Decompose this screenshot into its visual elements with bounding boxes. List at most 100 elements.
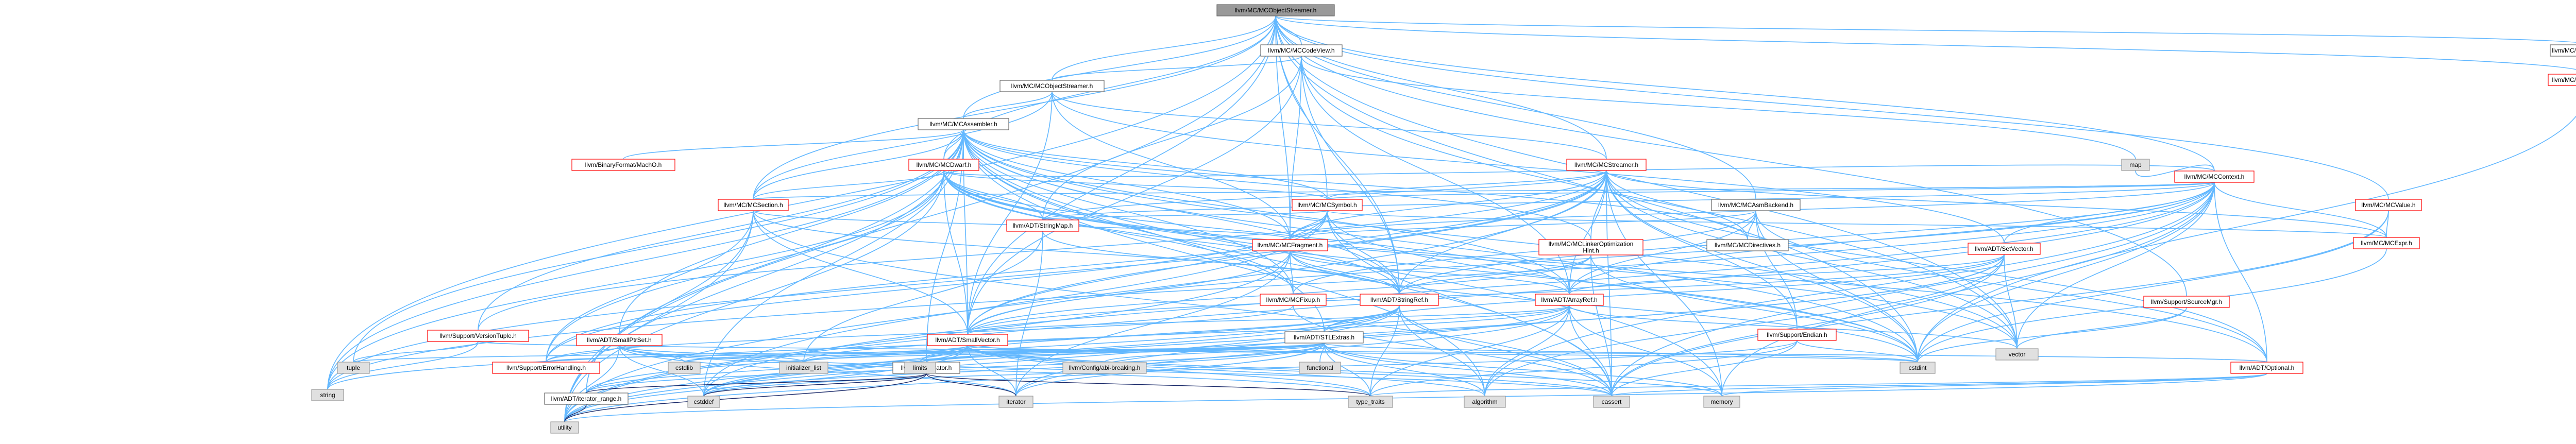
edge-mcvalue-cassert	[1611, 210, 2389, 397]
graph-nodes: llvm/MC/MCObjectStreamer.h llvm/MC/MCCode…	[311, 4, 2576, 434]
edge-objstreamer-streamer	[1052, 91, 1607, 160]
node-box-functional	[1299, 362, 1341, 374]
node-box-algorithm	[1464, 396, 1506, 408]
edge-context-symbol	[1327, 182, 2215, 200]
node-label-assembler: llvm/MC/MCAssembler.h	[929, 121, 997, 128]
edge-assembler-tuple	[353, 129, 964, 363]
edge-streamer-endian	[1606, 170, 1798, 330]
edge-objstreamer-fragment	[1052, 91, 1291, 240]
node-objstreamer[interactable]: llvm/MC/MCObjectStreamer.h	[999, 80, 1105, 92]
node-section[interactable]: llvm/MC/MCSection.h	[718, 199, 789, 211]
edge-assembler-section	[753, 129, 964, 200]
node-assembler[interactable]: llvm/MC/MCAssembler.h	[918, 118, 1009, 130]
edge-context-stringref	[1399, 182, 2215, 295]
node-configbreaking: llvm/Config/abi-breaking.h	[1062, 362, 1147, 374]
node-box-objstreamer	[999, 80, 1105, 92]
node-codeemitter[interactable]: llvm/MC/MCCodeEmitter.h	[2550, 44, 2576, 57]
node-box-context	[2174, 170, 2255, 183]
edge-stlextras-limits	[920, 343, 1325, 363]
edge-stlextras-cstdint	[1324, 343, 1918, 363]
node-dwarf[interactable]: llvm/MC/MCDwarf.h	[908, 159, 979, 171]
edge-root-objwriter	[1275, 15, 2576, 70]
edge-fragment-arrayref	[1290, 250, 1570, 295]
edge-arrayref-cassert	[1569, 305, 1612, 397]
node-optional[interactable]: llvm/ADT/Optional.h	[2230, 362, 2303, 374]
edge-context-algorithm	[1484, 182, 2215, 397]
edge-stlextras-typetraits	[1324, 343, 1371, 397]
node-label-codeview: llvm/MC/MCCodeView.h	[1268, 47, 1334, 54]
node-box-mcexpr	[2353, 237, 2420, 249]
node-sourcemgr[interactable]: llvm/Support/SourceMgr.h	[2143, 296, 2230, 308]
node-label-string: string	[320, 391, 335, 399]
node-root[interactable]: llvm/MC/MCObjectStreamer.h	[1216, 4, 1335, 16]
node-label-codeemitter: llvm/MC/MCCodeEmitter.h	[2552, 47, 2576, 54]
edge-symbol-fragment	[1290, 210, 1328, 240]
edge-section-errorhandling	[546, 210, 754, 363]
edge-smallvector-algorithm	[967, 345, 1485, 397]
node-symbol[interactable]: llvm/MC/MCSymbol.h	[1292, 199, 1363, 211]
node-smallvector[interactable]: llvm/ADT/SmallVector.h	[927, 334, 1008, 346]
node-mcvalue[interactable]: llvm/MC/MCValue.h	[2355, 199, 2422, 211]
node-fragment[interactable]: llvm/MC/MCFragment.h	[1252, 239, 1328, 251]
node-setvector[interactable]: llvm/ADT/SetVector.h	[1968, 243, 2041, 255]
edge-dwarf-errorhandling	[546, 170, 944, 363]
node-iterrange[interactable]: llvm/ADT/iterator_range.h	[544, 392, 629, 405]
edge-arrayref-smallvector	[967, 305, 1570, 335]
node-mcexpr[interactable]: llvm/MC/MCExpr.h	[2353, 237, 2420, 249]
node-endian[interactable]: llvm/Support/Endian.h	[1757, 329, 1837, 341]
edge-optional-cassert	[1611, 373, 2267, 397]
node-objwriter[interactable]: llvm/MC/MCObjectWriter.h	[2548, 74, 2576, 86]
edge-context-stringmap	[1042, 182, 2215, 220]
node-label-dwarf: llvm/MC/MCDwarf.h	[917, 161, 972, 168]
node-box-sourcemgr	[2143, 296, 2230, 308]
edge-root-mcvalue	[1275, 15, 2389, 200]
node-streamer[interactable]: llvm/MC/MCStreamer.h	[1566, 159, 1647, 171]
node-directives[interactable]: llvm/MC/MCDirectives.h	[1706, 239, 1789, 251]
node-errorhandling[interactable]: llvm/Support/ErrorHandling.h	[492, 362, 600, 374]
node-label-symbol: llvm/MC/MCSymbol.h	[1297, 201, 1357, 209]
node-box-utility	[550, 421, 579, 434]
edge-objwriter-cstdint	[1917, 115, 2576, 363]
edge-smallptrset-utility	[564, 345, 620, 422]
edge-streamer-vector	[1606, 170, 2018, 349]
node-smallptrset[interactable]: llvm/ADT/SmallPtrSet.h	[576, 334, 663, 346]
node-stringref[interactable]: llvm/ADT/StringRef.h	[1360, 294, 1439, 306]
node-label-objstreamer: llvm/MC/MCObjectStreamer.h	[1011, 82, 1093, 90]
node-codeview[interactable]: llvm/MC/MCCodeView.h	[1260, 44, 1343, 57]
node-box-iterator	[998, 396, 1033, 408]
node-label-sourcemgr: llvm/Support/SourceMgr.h	[2151, 298, 2222, 305]
node-context[interactable]: llvm/MC/MCContext.h	[2174, 170, 2255, 183]
node-box-symbol	[1292, 199, 1363, 211]
edge-context-vector	[2016, 182, 2215, 349]
edge-asmbackend-endian	[1755, 210, 1798, 330]
node-label-functional: functional	[1307, 364, 1333, 371]
node-box-fixup	[1260, 294, 1327, 306]
node-machoh[interactable]: llvm/BinaryFormat/MachO.h	[571, 159, 675, 171]
edge-assembler-adtiterator	[926, 129, 964, 363]
edge-fragment-stringref	[1290, 250, 1400, 295]
edge-smallptrset-errorhandling	[546, 345, 620, 363]
node-stringmap[interactable]: llvm/ADT/StringMap.h	[1006, 219, 1079, 232]
node-stlextras[interactable]: llvm/ADT/STLExtras.h	[1284, 331, 1364, 344]
node-box-smallvector	[927, 334, 1008, 346]
node-box-setvector	[1968, 243, 2041, 255]
edge-root-string	[327, 15, 1276, 390]
node-asmbackend[interactable]: llvm/MC/MCAsmBackend.h	[1711, 199, 1801, 211]
edge-root-smallvector	[967, 15, 1276, 335]
node-versiontuple[interactable]: llvm/Support/VersionTuple.h	[427, 330, 529, 342]
edge-dwarf-stringref	[943, 170, 1400, 295]
edge-arrayref-iterator	[1015, 305, 1570, 397]
edge-fragment-smallvector	[967, 250, 1291, 335]
edge-asmbackend-cstdint	[1755, 210, 1918, 363]
edge-stlextras-cassert	[1324, 343, 1612, 397]
node-box-optional	[2230, 362, 2303, 374]
node-box-fragment	[1252, 239, 1328, 251]
node-arrayref[interactable]: llvm/ADT/ArrayRef.h	[1535, 294, 1604, 306]
node-fixup[interactable]: llvm/MC/MCFixup.h	[1260, 294, 1327, 306]
edge-assembler-directives	[963, 129, 1748, 240]
node-box-machoh	[571, 159, 675, 171]
edge-optional-memory	[1721, 373, 2267, 397]
node-label-smallptrset: llvm/ADT/SmallPtrSet.h	[587, 336, 651, 344]
edge-adtiterator-iterator	[926, 373, 1016, 397]
